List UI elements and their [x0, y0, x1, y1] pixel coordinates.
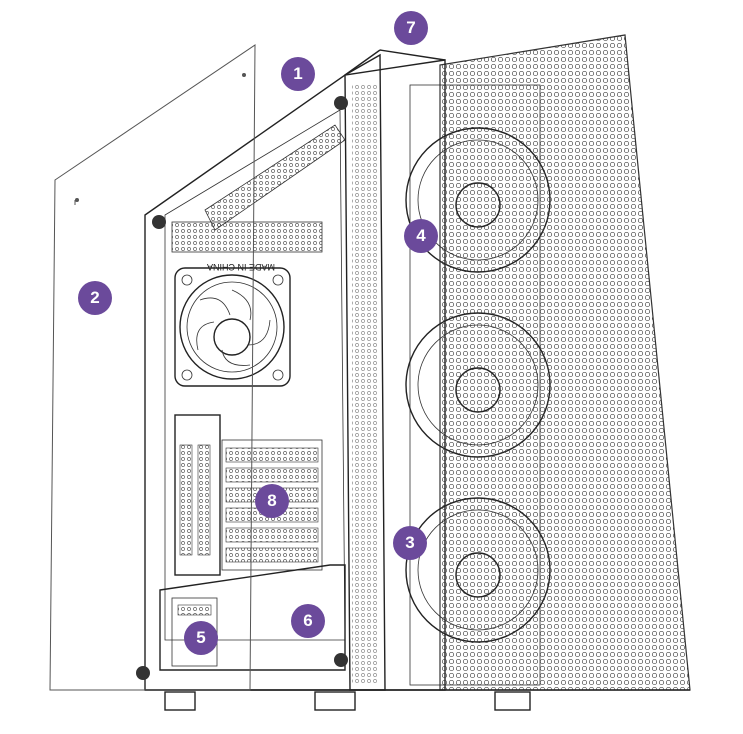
callout-4: 4 — [404, 219, 438, 253]
callout-5: 5 — [184, 621, 218, 655]
front-mesh-panel — [439, 34, 691, 691]
rear-io-label: MADE IN CHINA — [207, 262, 275, 272]
thumbscrews — [136, 96, 348, 680]
callout-1: 1 — [281, 57, 315, 91]
case-body — [144, 49, 690, 711]
expansion-slots — [174, 414, 323, 576]
callout-3: 3 — [393, 526, 427, 560]
rear-io-text: MADE IN CHINA — [207, 262, 275, 272]
callout-8: 8 — [255, 484, 289, 518]
rear-fan — [174, 267, 291, 387]
callout-6: 6 — [291, 604, 325, 638]
side-glass-panel — [49, 44, 256, 691]
callout-7: 7 — [394, 11, 428, 45]
callout-2: 2 — [78, 281, 112, 315]
